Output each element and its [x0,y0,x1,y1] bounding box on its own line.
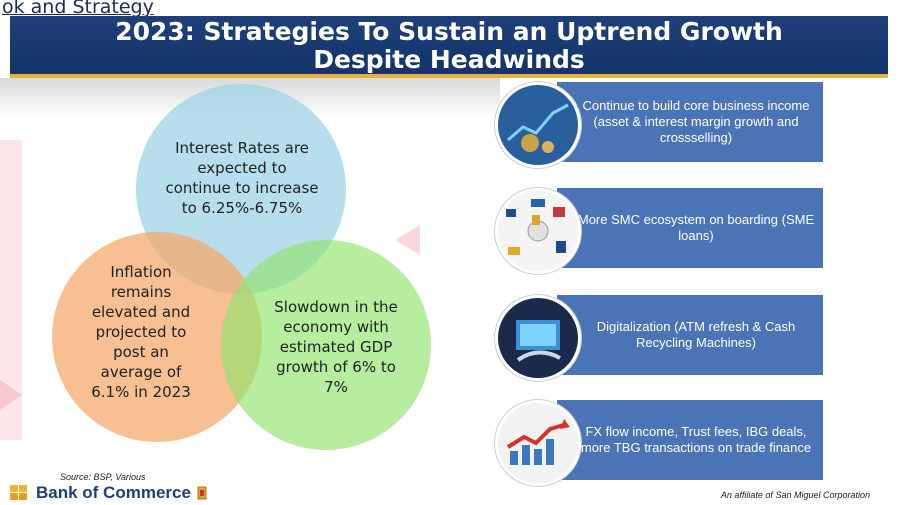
slide-title-line1: 2023: Strategies To Sustain an Uptrend G… [115,17,783,46]
strategy-row: More SMC ecosystem on boarding (SME loan… [495,188,825,274]
strategy-box: Continue to build core business income (… [557,82,823,162]
strategy-box: Digitalization (ATM refresh & Cash Recyc… [557,295,823,375]
circle-text-interest-rates: Interest Rates are expected to continue … [165,139,319,217]
strategy-box: More SMC ecosystem on boarding (SME loan… [557,188,823,268]
source-note: Source: BSP, Various [60,472,146,482]
digital-hand-icon [495,295,581,381]
strategy-box: FX flow income, Trust fees, IBG deals, m… [557,400,823,480]
growth-chart-arrow-icon [495,400,581,486]
slide-title-line2: Despite Headwinds [313,45,585,74]
bank-logo-icon [10,485,28,501]
top-strip-title: ok and Strategy [2,0,154,16]
slide-header: 2023: Strategies To Sustain an Uptrend G… [10,16,888,78]
smc-ecosystem-logos-icon [495,188,581,274]
strategy-row: Digitalization (ATM refresh & Cash Recyc… [495,295,825,381]
header-accent-line [10,74,888,78]
strategy-row: Continue to build core business income (… [495,82,825,168]
bank-logo-text: Bank of Commerce [36,483,191,502]
pink-arrow-left [0,380,22,410]
crest-icon [197,486,207,500]
circle-inflation [52,232,262,442]
slide-title: 2023: Strategies To Sustain an Uptrend G… [10,18,888,74]
left-pink-band [0,140,22,440]
affiliate-note: An affiliate of San Miguel Corporation [720,490,870,500]
growth-gears-icon [495,82,581,168]
pink-arrow-right [395,225,420,255]
circle-text-gdp: Slowdown in the economy with estimated G… [274,298,398,396]
circle-text-inflation: Inflation remains elevated and projected… [91,263,191,401]
strategy-row: FX flow income, Trust fees, IBG deals, m… [495,400,825,486]
circle-gdp [221,240,431,450]
bank-logo: Bank of Commerce [10,483,207,502]
